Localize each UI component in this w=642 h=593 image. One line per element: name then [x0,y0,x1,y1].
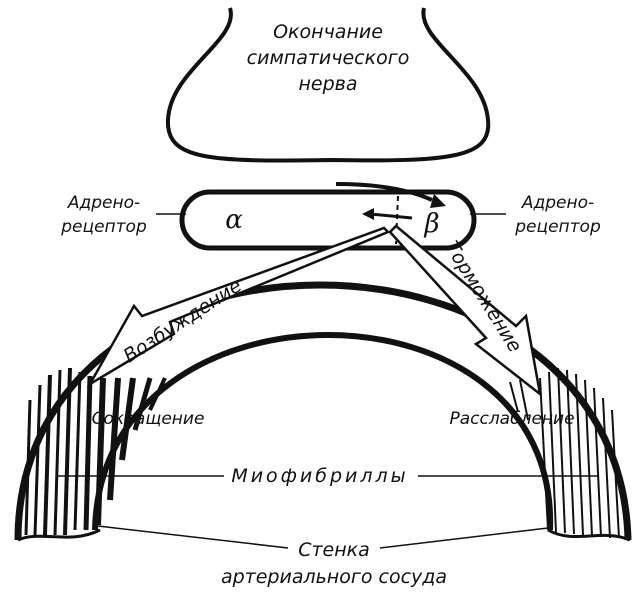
relaxation-label: Расслабление [449,409,574,429]
myofibrils-right [510,368,619,538]
artery-wall-inner [95,335,550,530]
wall-bottom-left [18,530,100,540]
contraction-label: Сокращение [92,409,205,429]
myofibrils-label: Миофибриллы [231,465,408,487]
wall-line-right [380,528,548,548]
receptor-left-line2: рецептор [60,217,147,237]
receptor-left-line1: Адрено- [67,193,140,213]
wall-label-line2: артериального сосуда [221,566,447,588]
receptor-right-line1: Адрено- [521,193,594,213]
nerve-label-line3: нерва [298,73,357,95]
wall-label-line1: Стенка [298,539,370,561]
beta-label: β [423,209,439,239]
receptor-right-line2: рецептор [514,217,601,237]
wall-line-left [98,526,288,548]
nerve-label-line1: Окончание [273,21,383,43]
alpha-label: α [225,205,243,235]
nerve-label-line2: симпатического [247,47,410,69]
